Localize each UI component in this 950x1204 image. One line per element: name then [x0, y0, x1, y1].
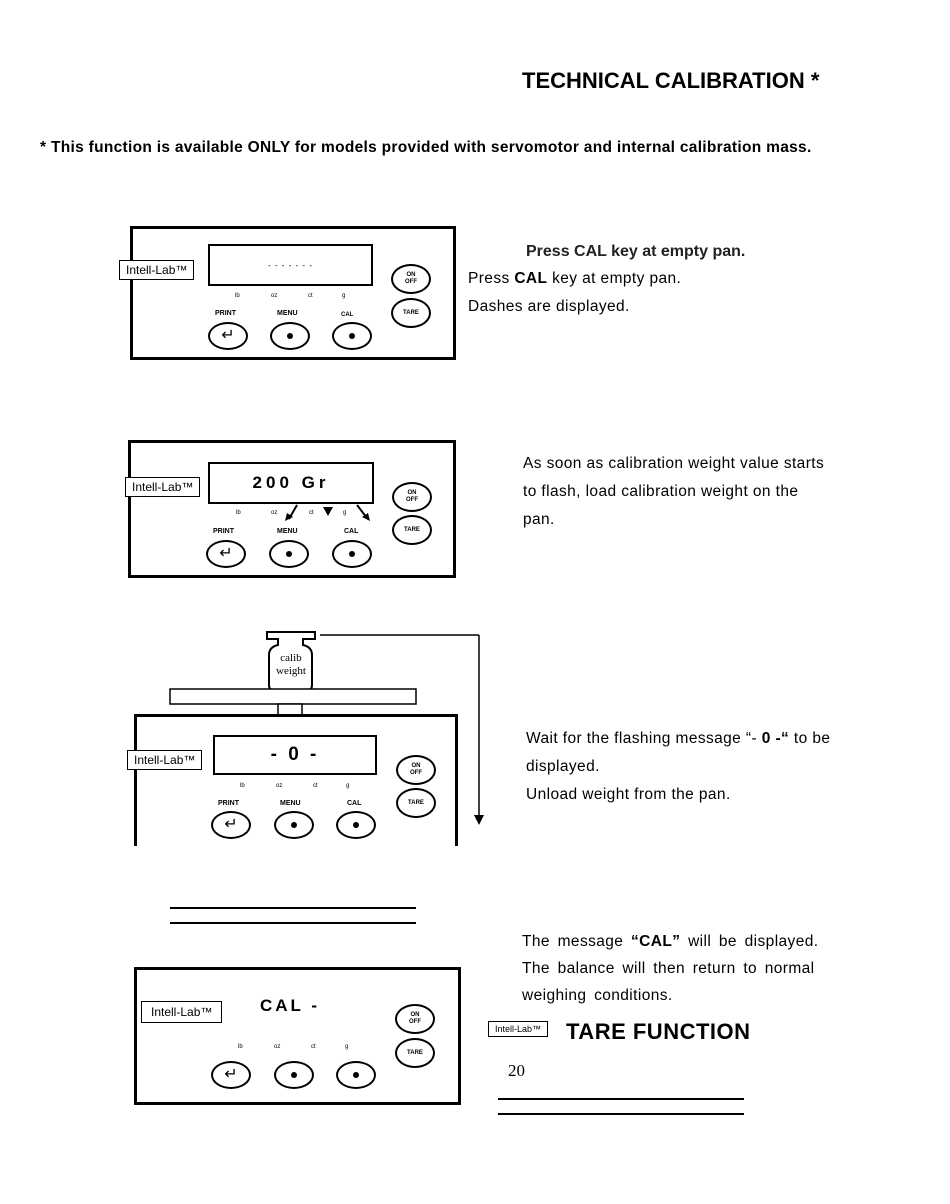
unit-oz: oz — [276, 783, 283, 789]
cal-label: CAL — [341, 312, 354, 318]
balance-panel-1: - - - - - - - lb oz ct g PRINT MENU CAL … — [130, 226, 456, 360]
unit-oz: oz — [271, 293, 278, 299]
rule — [170, 907, 416, 909]
unit-g: g — [342, 293, 346, 299]
display-4: CAL - — [260, 996, 321, 1015]
unit-oz: oz — [274, 1044, 281, 1050]
unit-ct: ct — [311, 1044, 316, 1050]
menu-label: MENU — [277, 310, 298, 317]
unit-lb: lb — [240, 783, 245, 789]
step1-text: Press CAL key at empty pan. Dashes are d… — [468, 265, 681, 321]
cal-button[interactable] — [336, 811, 376, 839]
menu-button[interactable] — [270, 322, 310, 350]
calibration-weight-diagram — [169, 631, 484, 825]
brand-label-4: Intell-Lab™ — [141, 1001, 223, 1023]
unit-oz: oz — [271, 510, 278, 516]
print-label: PRINT — [213, 528, 234, 535]
enter-arrow-icon: ↵ — [221, 327, 235, 344]
step1-line2: Dashes are displayed. — [468, 298, 630, 315]
cal-button[interactable] — [336, 1061, 376, 1089]
tare-button[interactable]: TARE — [396, 788, 436, 818]
cal-button[interactable] — [332, 540, 372, 568]
step4-text: The message “CAL” will be displayed. The… — [522, 928, 818, 1009]
dot-icon — [353, 822, 359, 828]
brand-label-tare: Intell-Lab™ — [488, 1021, 549, 1037]
step1-heading: Press CAL key at empty pan. — [526, 243, 746, 260]
unit-g: g — [343, 510, 347, 516]
rule — [498, 1098, 744, 1100]
menu-label: MENU — [277, 528, 298, 535]
dot-icon — [349, 333, 355, 339]
availability-note: * This function is available ONLY for mo… — [40, 139, 812, 156]
unit-g: g — [346, 783, 350, 789]
print-button[interactable]: ↵ — [206, 540, 246, 568]
menu-button[interactable] — [274, 811, 314, 839]
cal-label: CAL — [344, 528, 359, 535]
tare-button[interactable]: TARE — [395, 1038, 435, 1068]
print-button[interactable]: ↵ — [211, 1061, 251, 1089]
dot-icon — [349, 551, 355, 557]
menu-button[interactable] — [274, 1061, 314, 1089]
dot-icon — [287, 333, 293, 339]
tare-button[interactable]: TARE — [391, 298, 431, 328]
tare-button[interactable]: TARE — [392, 515, 432, 545]
rule — [498, 1113, 744, 1115]
print-label: PRINT — [218, 800, 239, 807]
step4-line1: The message “CAL” will be displayed. — [522, 933, 819, 950]
print-button[interactable]: ↵ — [211, 811, 251, 839]
unit-ct: ct — [308, 293, 313, 299]
display-1: - - - - - - - — [208, 244, 373, 286]
cal-label: CAL — [347, 800, 362, 807]
step1-line1: Press CAL key at empty pan. — [468, 270, 682, 287]
dot-icon — [286, 551, 292, 557]
unit-ct: ct — [309, 510, 314, 516]
brand-label-2: Intell-Lab™ — [125, 477, 201, 497]
menu-button[interactable] — [269, 540, 309, 568]
page-title: TECHNICAL CALIBRATION * — [522, 68, 820, 93]
unit-lb: lb — [236, 510, 241, 516]
brand-label-1: Intell-Lab™ — [119, 260, 195, 280]
step2-text: As soon as calibration weight value star… — [523, 455, 825, 528]
rule — [170, 922, 416, 924]
enter-arrow-icon: ↵ — [224, 816, 238, 833]
display-3: - 0 - — [213, 735, 377, 775]
unit-arrows — [285, 504, 370, 521]
unit-g: g — [345, 1044, 349, 1050]
print-label: PRINT — [215, 310, 236, 317]
weight-label: calib weight — [276, 652, 306, 677]
cal-button[interactable] — [332, 322, 372, 350]
print-button[interactable]: ↵ — [208, 322, 248, 350]
enter-arrow-icon: ↵ — [219, 545, 233, 562]
unit-ct: ct — [313, 783, 318, 789]
unit-lb: lb — [238, 1044, 243, 1050]
tare-heading: TARE FUNCTION — [566, 1019, 751, 1044]
page-number: 20 — [508, 1061, 525, 1080]
dot-icon — [291, 1072, 297, 1078]
step3-text: Wait for the flashing message “- 0 -“ to… — [526, 725, 830, 809]
display-2: 200 Gr — [208, 462, 374, 504]
unit-lb: lb — [235, 293, 240, 299]
dot-icon — [353, 1072, 359, 1078]
dot-icon — [291, 822, 297, 828]
brand-label-3: Intell-Lab™ — [127, 750, 203, 770]
enter-arrow-icon: ↵ — [224, 1066, 238, 1083]
menu-label: MENU — [280, 800, 301, 807]
step3-line1: Wait for the flashing message “- 0 -“ to… — [526, 730, 831, 747]
